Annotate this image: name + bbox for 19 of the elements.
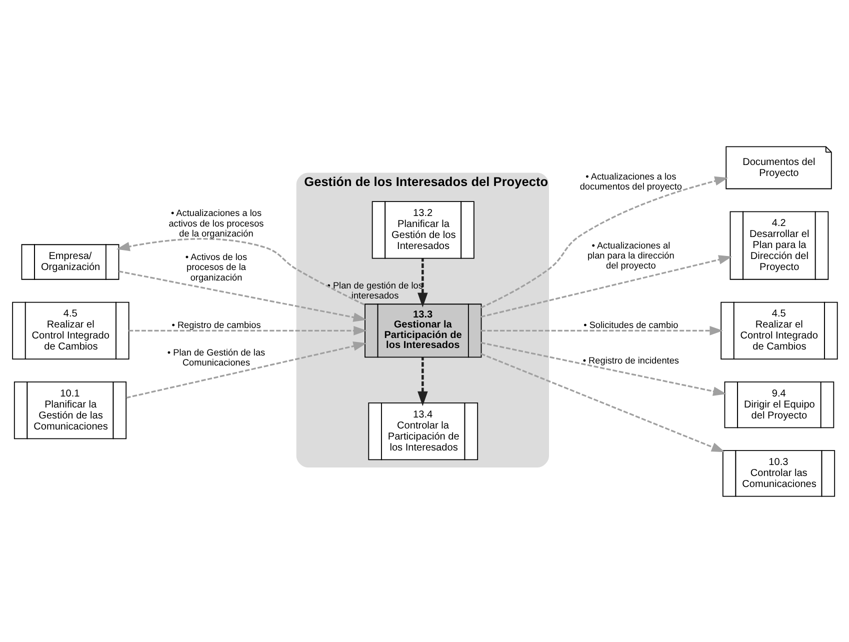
- edge-label: • Solicitudes de cambio: [584, 319, 678, 330]
- arrow: [118, 270, 367, 322]
- edge-label: • Plan de Gestión de las Comunicaciones: [167, 346, 266, 367]
- edge-label: • Actualizaciones a los documentos del proyecto: [580, 171, 682, 192]
- arrow: [116, 238, 365, 305]
- edge-label: • Actualizaciones al plan para la dirección del proyecto: [587, 240, 674, 270]
- arrow: [480, 341, 727, 396]
- edge-label: • Actualizaciones a los activos de los procesos de la organización: [168, 208, 264, 238]
- arrow: [418, 258, 428, 307]
- arrow: [126, 341, 367, 398]
- arrow: [480, 352, 725, 452]
- arrow: [128, 325, 368, 335]
- edge-label: • Registro de incidentes: [582, 355, 680, 366]
- arrow: [418, 356, 428, 406]
- arrow: [480, 325, 724, 335]
- arrow: [480, 176, 728, 308]
- edge-label: • Registro de cambios: [172, 319, 261, 330]
- edge-label: • Activos de los procesos de la organización: [185, 252, 248, 282]
- arrow: [480, 254, 732, 318]
